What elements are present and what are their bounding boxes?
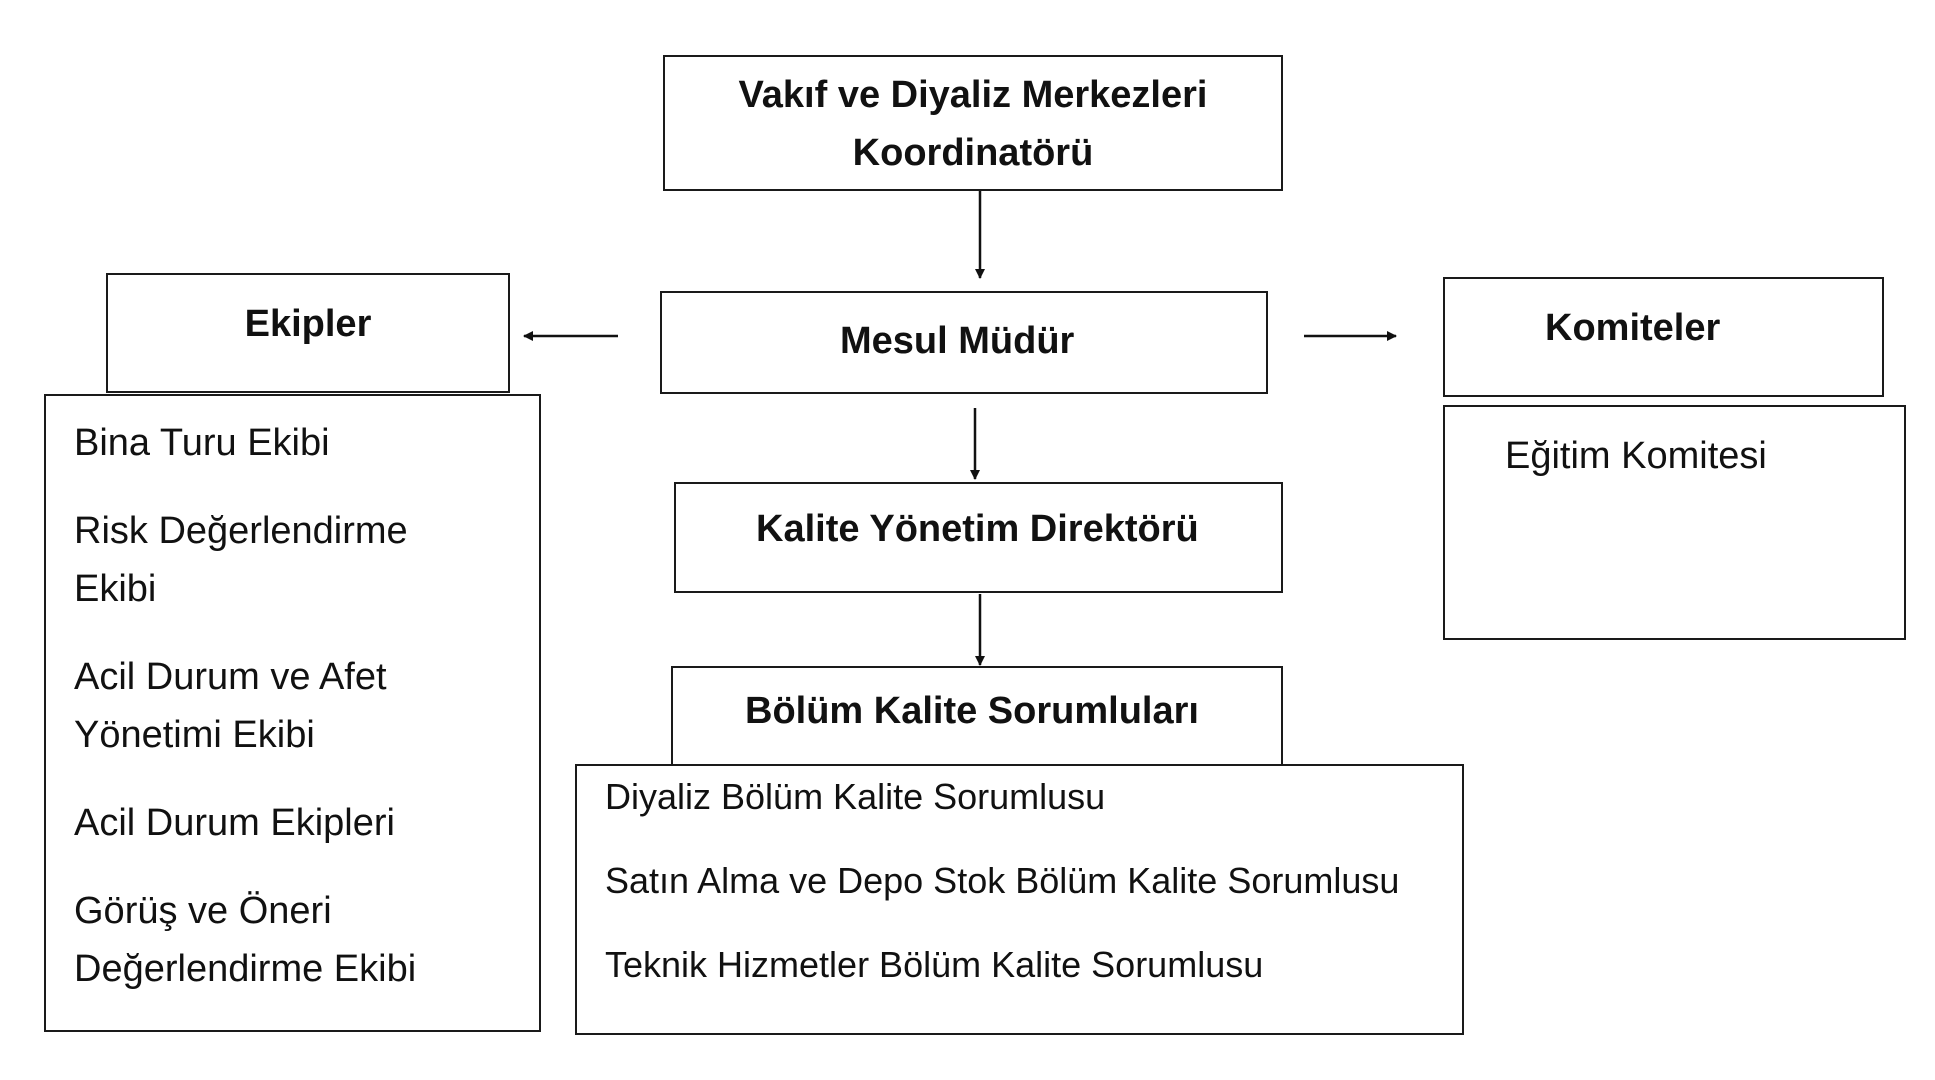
list-item: Bina Turu Ekibi bbox=[74, 422, 330, 464]
unit-quality-list-box: Diyaliz Bölüm Kalite Sorumlusu Satın Alm… bbox=[575, 764, 1464, 1035]
coordinator-title-line2: Koordinatörü bbox=[852, 132, 1094, 174]
teams-title: Ekipler bbox=[244, 303, 372, 345]
list-item: Acil Durum Ekipleri bbox=[74, 802, 395, 844]
manager-title: Mesul Müdür bbox=[840, 319, 1075, 362]
coordinator-box: Vakıf ve Diyaliz Merkezleri Koordinatörü bbox=[663, 55, 1283, 191]
teams-list-box: Bina Turu Ekibi Risk Değerlendirme Ekibi… bbox=[44, 394, 541, 1032]
teams-header-box: Ekipler bbox=[106, 273, 510, 393]
list-item: Acil Durum ve Afet Yönetimi Ekibi bbox=[74, 656, 387, 756]
quality-director-title: Kalite Yönetim Direktörü bbox=[756, 507, 1199, 550]
manager-box: Mesul Müdür bbox=[660, 291, 1268, 394]
list-item: Görüş ve Öneri Değerlendirme Ekibi bbox=[74, 890, 417, 990]
list-item: Diyaliz Bölüm Kalite Sorumlusu bbox=[605, 776, 1106, 817]
unit-quality-header-box: Bölüm Kalite Sorumluları bbox=[671, 666, 1283, 766]
quality-director-box: Kalite Yönetim Direktörü bbox=[674, 482, 1283, 593]
list-item: Teknik Hizmetler Bölüm Kalite Sorumlusu bbox=[605, 944, 1264, 985]
committees-header-box: Komiteler bbox=[1443, 277, 1884, 397]
list-item: Satın Alma ve Depo Stok Bölüm Kalite Sor… bbox=[605, 860, 1400, 901]
coordinator-title-line1: Vakıf ve Diyaliz Merkezleri bbox=[738, 74, 1208, 116]
committees-list-box: Eğitim Komitesi bbox=[1443, 405, 1906, 640]
list-item: Eğitim Komitesi bbox=[1505, 435, 1767, 477]
committees-title: Komiteler bbox=[1545, 307, 1721, 349]
unit-quality-title: Bölüm Kalite Sorumluları bbox=[745, 690, 1199, 732]
list-item: Risk Değerlendirme Ekibi bbox=[74, 510, 408, 610]
